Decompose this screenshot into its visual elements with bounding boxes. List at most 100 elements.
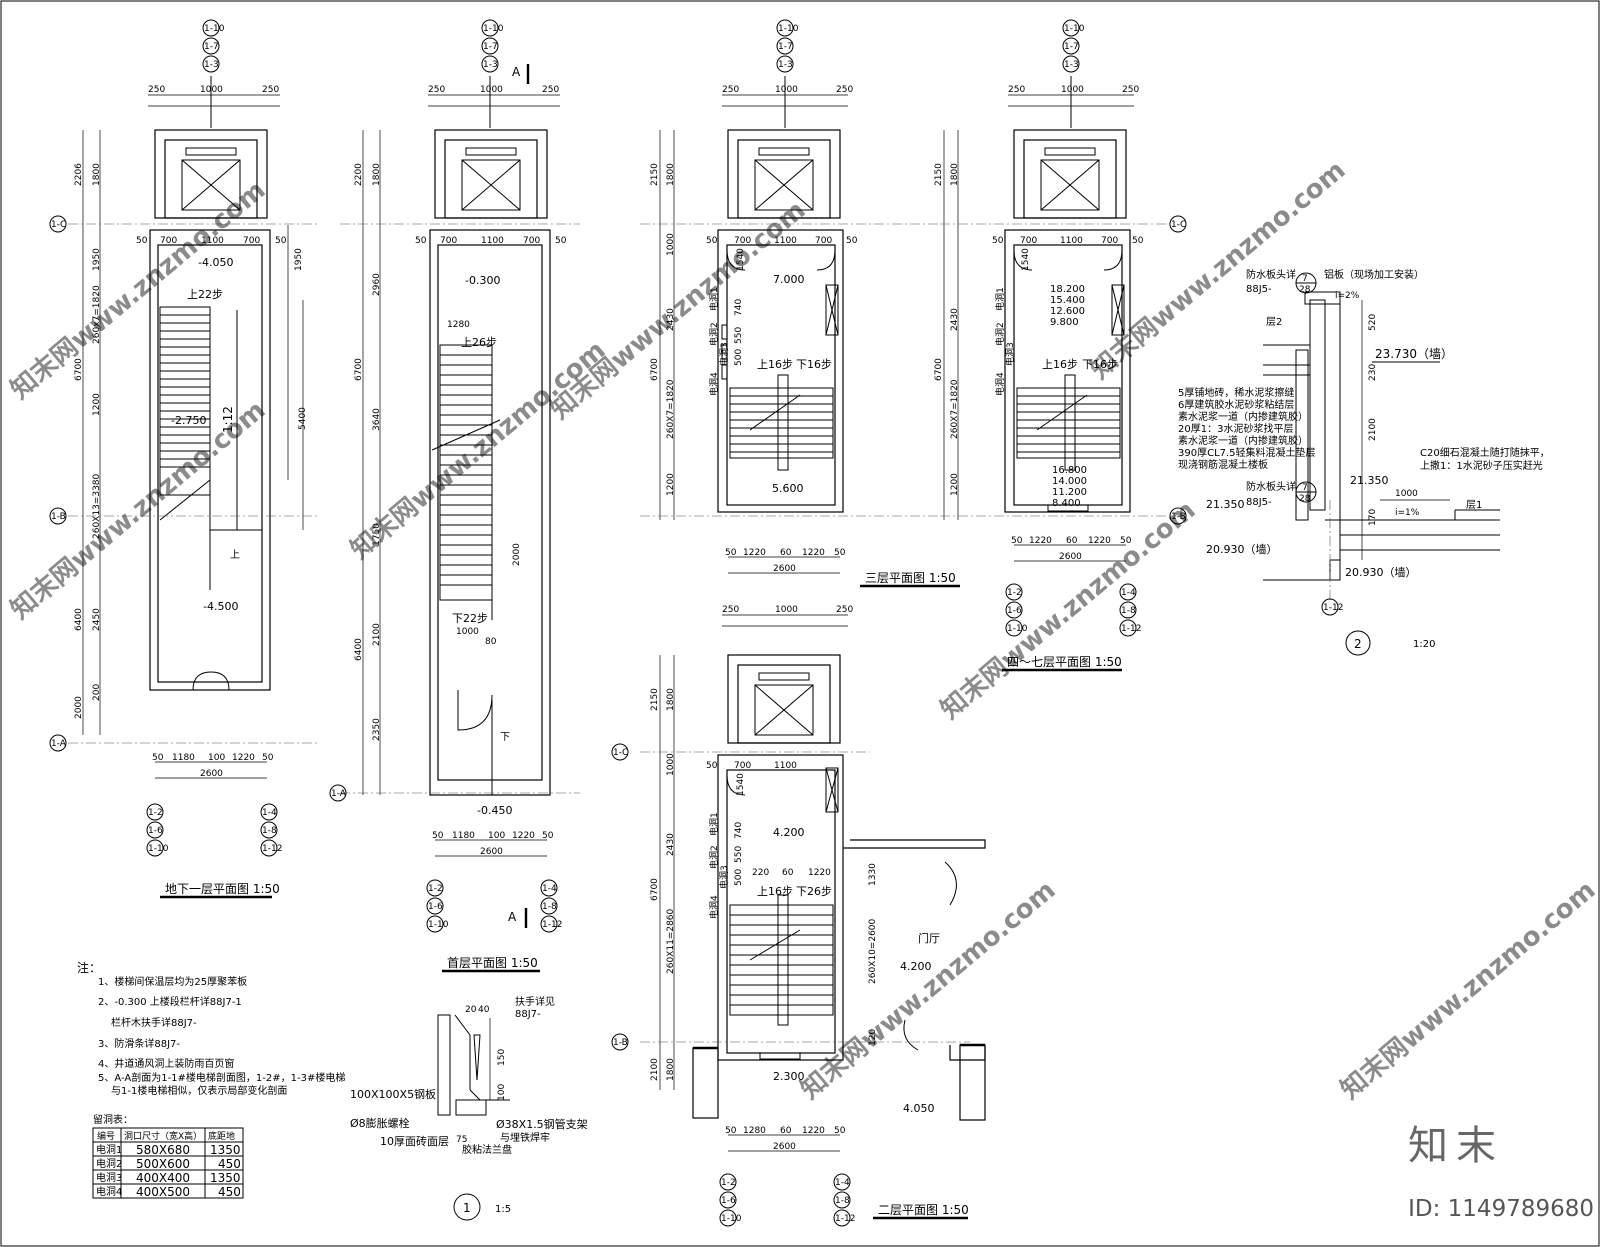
svg-text:1000: 1000	[1395, 489, 1418, 499]
svg-text:10厚面砖面层: 10厚面砖面层	[380, 1134, 449, 1148]
svg-text:1-B: 1-B	[613, 1038, 628, 1048]
svg-text:150: 150	[497, 1049, 507, 1066]
svg-text:电洞4: 电洞4	[994, 372, 1006, 396]
svg-text:1-3: 1-3	[778, 60, 793, 70]
svg-text:120: 120	[868, 1029, 878, 1046]
svg-text:5.600: 5.600	[772, 482, 804, 495]
svg-text:上16步: 上16步	[1042, 358, 1078, 371]
svg-text:1-12: 1-12	[262, 844, 282, 854]
svg-text:层1: 层1	[1466, 499, 1482, 511]
svg-text:88J5-: 88J5-	[1246, 284, 1272, 295]
svg-text:220: 220	[752, 868, 769, 878]
svg-text:1-10: 1-10	[148, 844, 169, 854]
svg-text:胶粘法兰盘: 胶粘法兰盘	[462, 1143, 512, 1156]
watermark: 知末网www.znzmo.com 知末网www.znzmo.com 知末网www…	[5, 155, 1600, 1105]
svg-text:15.400: 15.400	[1050, 295, 1085, 306]
svg-text:1750: 1750	[372, 523, 382, 546]
svg-text:1-12: 1-12	[1121, 624, 1141, 634]
svg-text:1800: 1800	[666, 163, 676, 186]
svg-text:2200: 2200	[354, 163, 364, 186]
svg-text:1200: 1200	[950, 473, 960, 496]
svg-text:1-2: 1-2	[148, 808, 163, 818]
svg-text:16.800: 16.800	[1052, 465, 1087, 476]
svg-text:230: 230	[1368, 364, 1378, 381]
svg-text:21.350: 21.350	[1350, 474, 1389, 487]
svg-text:250: 250	[836, 85, 853, 95]
svg-text:电洞1: 电洞1	[96, 1143, 122, 1156]
svg-text:50: 50	[152, 753, 164, 763]
axis-bubbles-bottom: 1-2 1-6 1-10 1-4 1-8 1-12	[146, 803, 282, 857]
svg-text:电洞1: 电洞1	[994, 287, 1006, 311]
svg-text:1950: 1950	[92, 248, 102, 271]
svg-text:下: 下	[500, 732, 510, 743]
svg-text:260X10=2600: 260X10=2600	[868, 918, 878, 984]
svg-text:1280: 1280	[447, 320, 470, 330]
svg-text:2100: 2100	[372, 623, 382, 646]
svg-text:2350: 2350	[372, 718, 382, 741]
svg-text:500X600: 500X600	[136, 1157, 190, 1171]
svg-text:1-C: 1-C	[1171, 220, 1186, 230]
svg-text:1800: 1800	[92, 163, 102, 186]
svg-text:-0.450: -0.450	[477, 804, 512, 817]
svg-text:740: 740	[734, 822, 744, 839]
svg-text:1-7: 1-7	[1064, 42, 1079, 52]
svg-text:700: 700	[1101, 236, 1118, 246]
svg-text:6700: 6700	[934, 358, 944, 381]
svg-text:1220: 1220	[743, 548, 766, 558]
svg-text:250: 250	[428, 85, 445, 95]
svg-text:100: 100	[497, 1084, 507, 1101]
svg-text:7.000: 7.000	[773, 273, 805, 286]
axis-bubbles-top: 1-10 1-7 1-3	[202, 19, 225, 128]
svg-text:Ø8膨胀螺栓: Ø8膨胀螺栓	[350, 1116, 410, 1130]
svg-text:1950: 1950	[294, 248, 304, 271]
svg-text:1-4: 1-4	[542, 884, 557, 894]
svg-text:-0.300: -0.300	[465, 274, 500, 287]
svg-text:21.350: 21.350	[1206, 498, 1245, 511]
svg-text:1-3: 1-3	[204, 60, 219, 70]
svg-text:2: 2	[1354, 637, 1362, 651]
svg-text:450: 450	[218, 1185, 241, 1199]
svg-text:20.930（墙）: 20.930（墙）	[1345, 565, 1417, 579]
svg-text:知末网www.znzmo.com: 知末网www.znzmo.com	[935, 495, 1201, 725]
svg-text:电洞2: 电洞2	[994, 322, 1006, 346]
ground-plan: 1-10 1-7 1-3 A 250 1000 250	[329, 19, 580, 973]
svg-text:下26步: 下26步	[796, 885, 832, 898]
svg-text:1220: 1220	[802, 548, 825, 558]
svg-text:390厚CL7.5轻集料混凝土垫层: 390厚CL7.5轻集料混凝土垫层	[1178, 446, 1316, 459]
svg-text:上16步: 上16步	[757, 358, 793, 371]
svg-text:2430: 2430	[666, 308, 676, 331]
svg-text:1540: 1540	[736, 773, 746, 796]
svg-text:上22步: 上22步	[187, 288, 223, 301]
svg-text:1800: 1800	[666, 1058, 676, 1081]
svg-text:1350: 1350	[210, 1171, 241, 1185]
svg-text:250: 250	[836, 605, 853, 615]
svg-text:1-2: 1-2	[428, 884, 443, 894]
svg-text:550: 550	[734, 327, 744, 344]
svg-text:50: 50	[275, 236, 287, 246]
svg-text:2150: 2150	[934, 163, 944, 186]
svg-text:2430: 2430	[666, 833, 676, 856]
svg-text:2000: 2000	[74, 696, 84, 719]
svg-text:6400: 6400	[354, 638, 364, 661]
svg-text:80: 80	[485, 637, 497, 647]
svg-text:现浇钢筋混凝土楼板: 现浇钢筋混凝土楼板	[1178, 458, 1268, 471]
svg-text:50: 50	[542, 831, 554, 841]
svg-text:A: A	[508, 910, 517, 924]
svg-text:1-C: 1-C	[613, 748, 628, 758]
svg-text:50: 50	[1011, 536, 1023, 546]
svg-text:电洞3: 电洞3	[96, 1171, 122, 1184]
svg-text:1000: 1000	[775, 605, 798, 615]
svg-text:素水泥浆一道（内掺建筑胶）: 素水泥浆一道（内掺建筑胶）	[1178, 434, 1308, 447]
svg-text:1800: 1800	[666, 688, 676, 711]
svg-text:250: 250	[148, 85, 165, 95]
svg-text:首层平面图 1:50: 首层平面图 1:50	[447, 956, 538, 970]
svg-text:1:5: 1:5	[495, 1204, 511, 1215]
svg-text:50: 50	[706, 236, 718, 246]
svg-text:60: 60	[1066, 536, 1078, 546]
svg-text:上撒1：1水泥砂子压实赶光: 上撒1：1水泥砂子压实赶光	[1420, 459, 1543, 472]
svg-text:电洞4: 电洞4	[708, 372, 720, 396]
svg-text:3640: 3640	[372, 408, 382, 431]
svg-text:与1-1楼电梯相似，仅表示局部变化剖面: 与1-1楼电梯相似，仅表示局部变化剖面	[111, 1084, 287, 1097]
svg-text:50: 50	[136, 236, 148, 246]
